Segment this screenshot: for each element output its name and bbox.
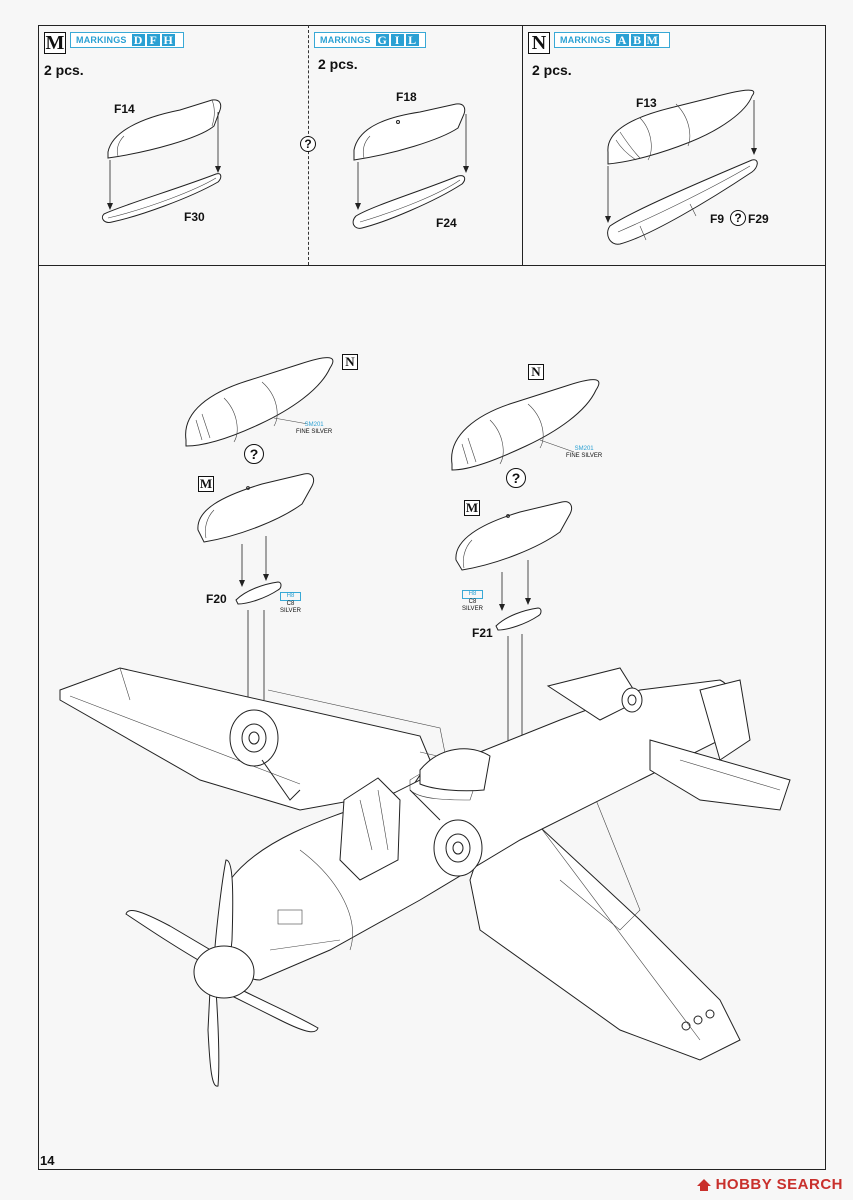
part-label: F9 [710,212,725,226]
propeller [125,859,319,1087]
variant-m-box: M [44,31,66,54]
markings-badge-dfh: MARKINGS D F H [70,32,184,48]
marking-letter: A [615,33,629,47]
right-main-wheel [409,789,483,877]
paint-name: FINE SILVER [296,429,333,435]
quantity-label: 2 pcs. [44,62,84,78]
markings-label: MARKINGS [560,35,611,45]
marking-letter: M [645,32,659,47]
instruction-frame [38,25,826,1170]
part-label: F29 [748,212,769,226]
page-number: 14 [40,1153,55,1168]
marking-letter: I [390,33,404,47]
marking-letter: H [161,32,175,47]
part-label: F20 [206,592,227,606]
paint-code-alt: C8 [468,599,477,605]
watermark-text: HOBBY SEARCH [715,1176,843,1193]
variant-n-box: N [528,364,544,380]
paint-code: H8 [280,592,301,601]
right-n-tank-drawing [451,379,600,471]
marking-letter: L [405,33,419,47]
tank-f24-drawing [352,175,466,229]
right-m-tank-drawing [455,501,573,571]
variant-m-box: M [464,500,480,516]
part-label: F24 [436,216,457,230]
marking-letter: F [146,33,160,47]
pylon-f21-drawing [495,607,542,631]
hobby-search-watermark: HOBBY SEARCH [696,1176,843,1193]
question-icon: ? [244,444,264,464]
paint-code: SM201 [574,446,594,452]
tank-f30-drawing [101,173,222,223]
marking-letter: B [630,33,644,47]
part-label: F13 [636,96,657,110]
panel-divider-horizontal [38,265,826,266]
aircraft-drawing [59,667,791,1087]
markings-badge-gil: MARKINGS G I L [314,32,426,48]
marking-letter: D [131,33,145,47]
left-main-wheel [229,709,301,801]
left-m-tank-drawing [197,473,315,543]
paint-note: SM201 FINE SILVER [566,446,602,460]
tank-f18-drawing [353,103,466,161]
marking-letter: G [375,32,389,47]
quantity-label: 2 pcs. [532,62,572,78]
left-n-tank-drawing [185,357,334,447]
paint-code: SM201 [304,422,324,428]
tank-f29-drawing [607,159,758,245]
tank-f14-drawing [107,99,222,159]
markings-badge-abm: MARKINGS A B M [554,32,670,48]
paint-name: SILVER [462,606,483,612]
question-icon: ? [730,210,746,226]
paint-code: H8 [462,590,483,599]
hobby-search-logo-icon [696,1178,711,1191]
markings-label: MARKINGS [76,35,127,45]
part-label: F14 [114,102,135,116]
part-label: F21 [472,626,493,640]
paint-note: H8 C8 SILVER [462,590,483,613]
part-label: F18 [396,90,417,104]
paint-name: SILVER [280,608,301,614]
panel-divider-solid [522,25,523,265]
variant-m-box: M [198,476,214,492]
paint-code-alt: C8 [286,601,295,607]
variant-n-box: N [342,354,358,370]
variant-n-box: N [528,32,550,54]
paint-note: H8 C8 SILVER [280,592,301,615]
paint-note: SM201 FINE SILVER [296,422,332,436]
quantity-label: 2 pcs. [318,56,358,72]
question-icon: ? [300,136,316,152]
pylon-f20-drawing [235,581,282,605]
part-label: F30 [184,210,205,224]
tank-f13-drawing [607,89,755,165]
question-icon: ? [506,468,526,488]
tail-wheel [621,687,643,713]
markings-label: MARKINGS [320,35,371,45]
paint-name: FINE SILVER [566,453,603,459]
